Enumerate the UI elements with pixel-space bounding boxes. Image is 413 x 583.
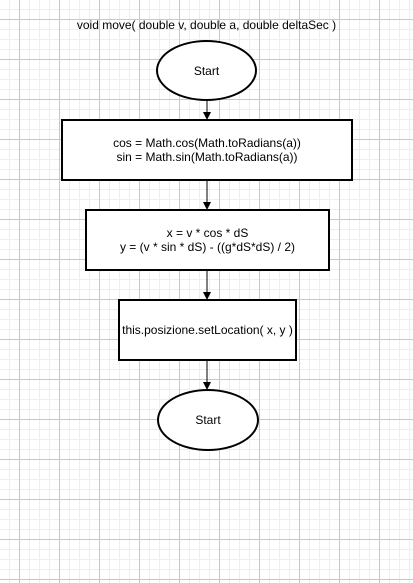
- set-location-process-node[interactable]: this.posizione.setLocation( x, y ): [118, 299, 297, 361]
- trig-process-node[interactable]: cos = Math.cos(Math.toRadians(a)) sin = …: [61, 119, 353, 181]
- diagram-title: void move( double v, double a, double de…: [76, 18, 337, 32]
- position-line-x: x = v * cos * dS: [166, 226, 249, 240]
- trig-line-sin: sin = Math.sin(Math.toRadians(a)): [116, 150, 298, 164]
- position-process-node[interactable]: x = v * cos * dS y = (v * sin * dS) - ((…: [85, 209, 330, 271]
- start-node-label: Start: [193, 63, 220, 78]
- start-node[interactable]: Start: [156, 40, 257, 101]
- end-node[interactable]: Start: [157, 389, 259, 451]
- end-node-label: Start: [195, 413, 221, 427]
- position-line-y: y = (v * sin * dS) - ((g*dS*dS) / 2): [119, 240, 296, 254]
- trig-line-cos: cos = Math.cos(Math.toRadians(a)): [113, 136, 301, 150]
- set-location-label: this.posizione.setLocation( x, y ): [122, 323, 293, 337]
